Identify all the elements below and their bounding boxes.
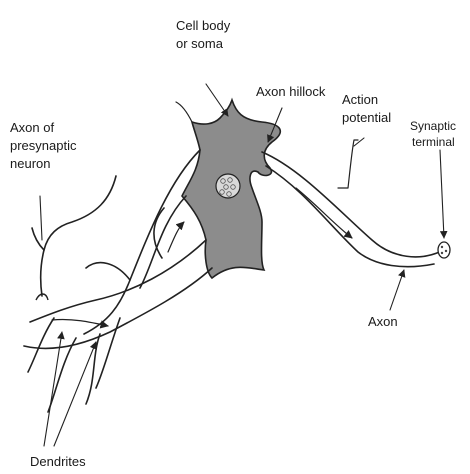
pointer-action-potential xyxy=(354,138,364,146)
label-synaptic-terminal: Synaptic terminal xyxy=(410,119,459,149)
axon-line-lower xyxy=(266,166,434,267)
label-action-potential: Action potential xyxy=(342,92,391,125)
pointer-axon xyxy=(390,270,404,310)
presynaptic-axon xyxy=(32,176,116,300)
nucleus xyxy=(216,174,240,198)
axon-line xyxy=(262,152,444,257)
label-axon-of-presynaptic-neuron: Axon of presynaptic neuron xyxy=(10,120,80,171)
label-axon-hillock: Axon hillock xyxy=(256,84,326,99)
label-axon: Axon xyxy=(368,314,398,329)
label-dendrites: Dendrites xyxy=(30,454,86,469)
pointer-cell-body xyxy=(206,84,228,116)
dendrite-arrow-1 xyxy=(168,222,184,252)
label-cell-body: Cell body or soma xyxy=(176,18,234,51)
action-potential-trace xyxy=(338,140,358,188)
pointer-synaptic-terminal xyxy=(440,150,444,238)
synaptic-terminal-shape xyxy=(438,242,450,258)
pointer-presynaptic xyxy=(40,196,42,240)
